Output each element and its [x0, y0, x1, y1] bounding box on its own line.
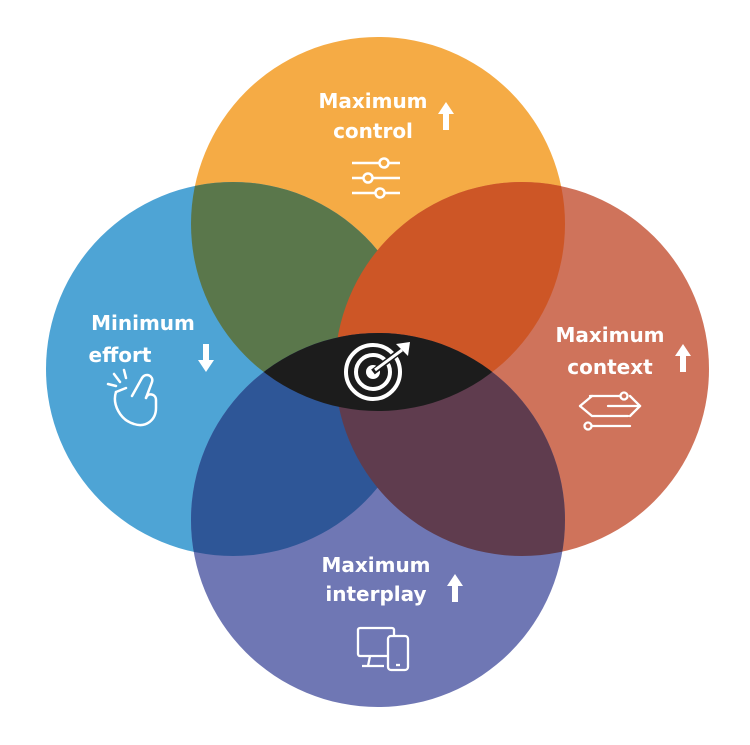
top-label-line1: Maximum: [318, 89, 427, 113]
arrow-up-icon: [447, 574, 463, 602]
arrow-up-icon: [438, 102, 454, 130]
label-top: Maximum control: [318, 89, 427, 143]
left-label-line1: Minimum: [91, 311, 195, 335]
label-right: Maximum context: [555, 323, 664, 379]
right-label-line1: Maximum: [555, 323, 664, 347]
label-bottom: Maximum interplay: [321, 553, 430, 606]
arrow-down-icon: [198, 344, 214, 372]
right-label-line2: context: [567, 355, 653, 379]
bottom-label-line2: interplay: [325, 582, 426, 606]
bottom-label-line1: Maximum: [321, 553, 430, 577]
snapping-fingers-icon: [106, 368, 158, 427]
data-flow-arrows-icon: [578, 391, 642, 431]
left-label-line2: effort: [89, 343, 152, 367]
label-left: Minimum effort: [89, 311, 195, 367]
target-icon: [344, 342, 410, 401]
arrow-up-icon: [675, 344, 691, 372]
sliders-icon: [352, 157, 400, 199]
devices-icon: [356, 626, 410, 672]
top-label-line2: control: [333, 119, 413, 143]
